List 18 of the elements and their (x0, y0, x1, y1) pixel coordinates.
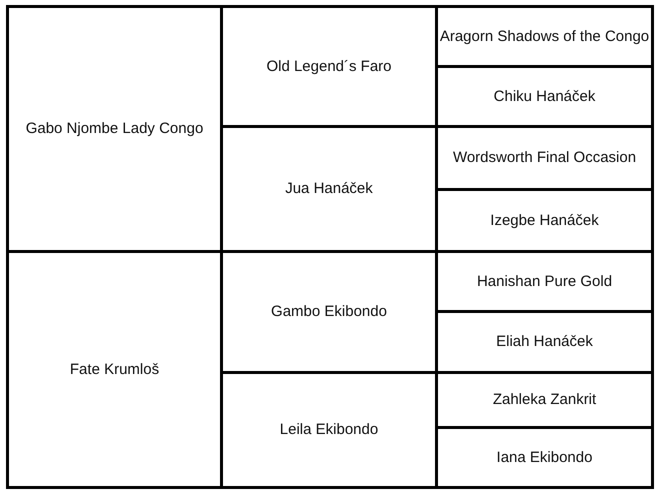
ancestor-name: Chiku Hanáček (494, 88, 596, 106)
ancestor-name: Jua Hanáček (285, 180, 373, 198)
ancestor-name: Old Legend´s Faro (266, 58, 392, 76)
ancestor-name: Hanishan Pure Gold (476, 272, 612, 290)
ancestor-name: Leila Ekibondo (280, 421, 378, 439)
ancestor-name: Fate Krumloš (70, 360, 160, 378)
ancestor-name: Aragorn Shadows of the Congo (440, 28, 650, 46)
ancestor-name: Izegbe Hanáček (490, 212, 599, 230)
ancestor-name: Zahleka Zankrit (492, 391, 596, 409)
pedigree-cell (435, 426, 654, 489)
pedigree-cell (6, 5, 223, 253)
ancestor-name: Wordsworth Final Occasion (452, 149, 636, 167)
ancestor-name: Gabo Njombe Lady Congo (26, 120, 204, 138)
ancestor-name: Eliah Hanáček (496, 333, 593, 351)
pedigree-cell (6, 250, 223, 489)
ancestor-name: Iana Ekibondo (496, 448, 592, 466)
ancestor-name: Gambo Ekibondo (271, 303, 387, 321)
pedigree-cell (435, 5, 654, 68)
